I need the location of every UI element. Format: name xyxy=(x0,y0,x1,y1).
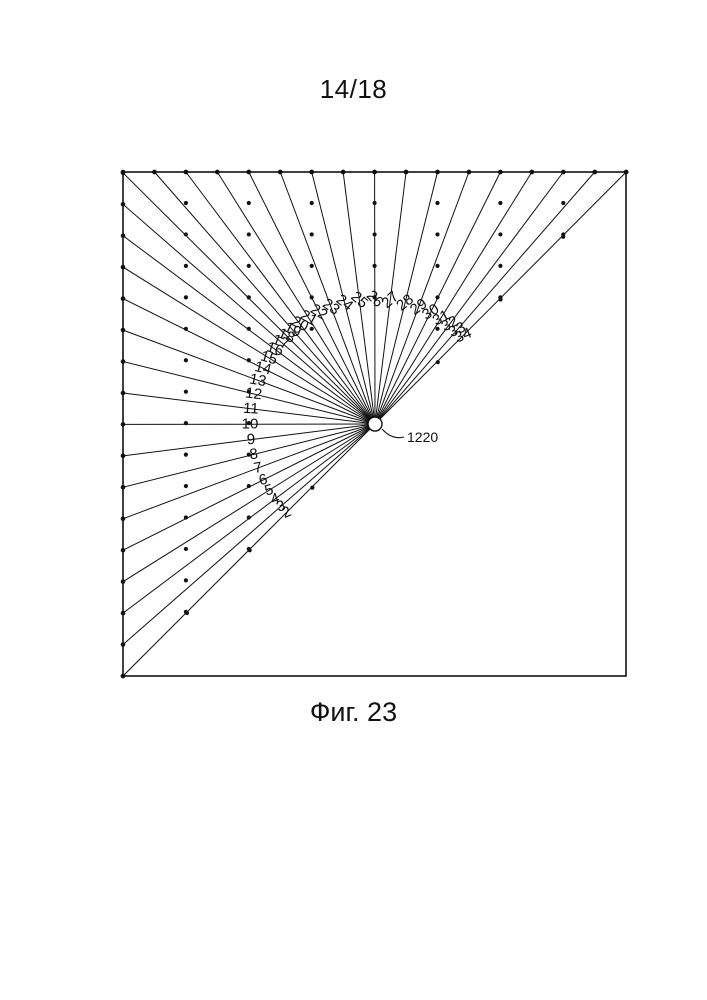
grid-dot xyxy=(247,295,251,299)
grid-dot xyxy=(435,264,439,268)
diagonal-dot xyxy=(310,486,314,490)
grid-dot xyxy=(310,264,314,268)
grid-dot xyxy=(498,264,502,268)
grid-dot xyxy=(184,578,188,582)
grid-dot xyxy=(184,295,188,299)
grid-dot xyxy=(373,201,377,205)
grid-dot xyxy=(184,201,188,205)
diagonal-dot xyxy=(498,297,502,301)
origin-circle xyxy=(368,417,382,431)
grid-dot xyxy=(247,515,251,519)
reference-leader-line xyxy=(382,429,404,438)
grid-dot xyxy=(247,484,251,488)
grid-dot xyxy=(184,327,188,331)
mode-label-9: 9 xyxy=(246,431,255,448)
grid-dot xyxy=(435,295,439,299)
grid-dot xyxy=(310,232,314,236)
grid-dot xyxy=(498,232,502,236)
grid-dot xyxy=(184,390,188,394)
grid-dot xyxy=(184,484,188,488)
grid-dot xyxy=(247,232,251,236)
grid-dot xyxy=(435,232,439,236)
grid-dot xyxy=(310,295,314,299)
reference-label-1220: 1220 xyxy=(407,429,438,445)
grid-dot xyxy=(184,232,188,236)
grid-dot xyxy=(184,358,188,362)
grid-dot xyxy=(184,421,188,425)
mode-label-10: 10 xyxy=(242,416,259,433)
figure-caption: Фиг. 23 xyxy=(0,697,707,728)
grid-dot xyxy=(247,327,251,331)
grid-dot xyxy=(373,232,377,236)
grid-dot xyxy=(184,453,188,457)
grid-dot xyxy=(561,201,565,205)
grid-dot xyxy=(247,201,251,205)
diagonal-dot xyxy=(561,235,565,239)
grid-dot xyxy=(435,201,439,205)
grid-dot xyxy=(184,547,188,551)
grid-dot xyxy=(310,201,314,205)
grid-dot xyxy=(498,201,502,205)
grid-dot xyxy=(373,264,377,268)
diagonal-dot xyxy=(248,548,252,552)
diagonal-dot xyxy=(436,360,440,364)
grid-dot xyxy=(247,264,251,268)
grid-dot xyxy=(247,358,251,362)
grid-dot xyxy=(184,515,188,519)
diagonal-dot xyxy=(185,611,189,615)
grid-dot xyxy=(184,264,188,268)
